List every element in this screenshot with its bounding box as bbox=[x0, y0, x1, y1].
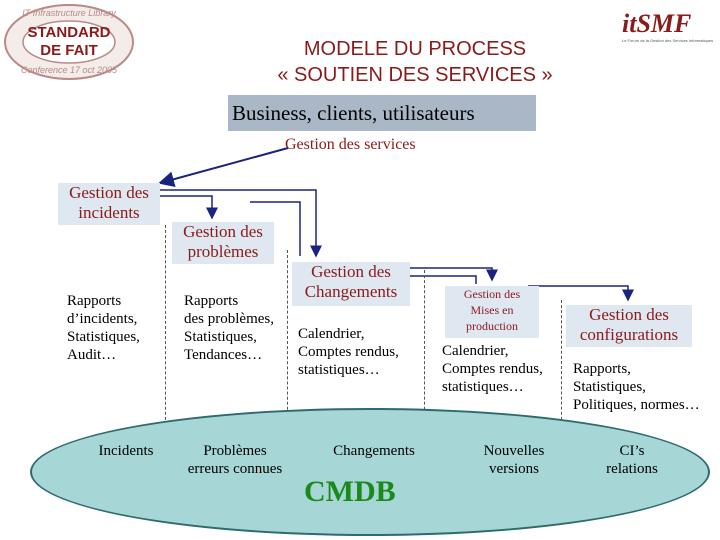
db-problems: Problèmes erreurs connues bbox=[180, 442, 290, 478]
releases-title-1: Gestion des bbox=[463, 287, 521, 301]
configurations-outputs: Rapports, Statistiques, Politiques, norm… bbox=[573, 360, 700, 414]
db-changes: Changements bbox=[322, 442, 426, 460]
incidents-output-2: d’incidents, bbox=[67, 311, 138, 327]
configurations-output-3: Politiques, normes… bbox=[573, 397, 700, 413]
service-management-label: Gestion des services bbox=[285, 136, 416, 153]
conference-logo: IT Infrastructure Library STANDARD DE FA… bbox=[2, 2, 136, 82]
process-changes-box: Gestion des Changements bbox=[292, 262, 410, 306]
process-problems-box: Gestion des problèmes bbox=[172, 222, 274, 264]
db-configurations-label-2: relations bbox=[606, 461, 658, 477]
problems-output-2: des problèmes, bbox=[184, 311, 274, 327]
problems-output-1: Rapports bbox=[184, 293, 239, 309]
arrow-to-problems bbox=[145, 195, 218, 220]
db-releases-label-1: Nouvelles bbox=[483, 443, 545, 459]
page-title: MODELE DU PROCESS « SOUTIEN DES SERVICES… bbox=[200, 36, 630, 88]
arrow-to-changes bbox=[145, 189, 322, 258]
problems-output-4: Tendances… bbox=[184, 347, 263, 363]
separator-3 bbox=[424, 270, 425, 430]
logo-arc-top: IT Infrastructure Library bbox=[22, 8, 116, 18]
separator-1 bbox=[165, 225, 166, 435]
incidents-output-3: Statistiques, bbox=[67, 329, 140, 345]
incidents-output-4: Audit… bbox=[67, 347, 117, 363]
changes-output-3: statistiques… bbox=[298, 362, 380, 378]
logo-arc-bottom: Conference 17 oct 2005 bbox=[20, 65, 118, 75]
incidents-title-2: incidents bbox=[78, 203, 140, 222]
separator-2 bbox=[287, 250, 288, 430]
arrow-to-configurations bbox=[528, 285, 634, 302]
process-releases-box: Gestion des Mises en production bbox=[445, 286, 539, 338]
configurations-output-2: Statistiques, bbox=[573, 379, 646, 395]
logo-badge-icon bbox=[4, 4, 134, 80]
cmdb-label: CMDB bbox=[304, 475, 396, 508]
db-releases: Nouvelles versions bbox=[474, 442, 554, 478]
banner-text: Business, clients, utilisateurs bbox=[232, 101, 475, 125]
releases-title-2: Mises en bbox=[470, 303, 514, 317]
changes-outputs: Calendrier, Comptes rendus, statistiques… bbox=[298, 325, 399, 379]
db-problems-label-1: Problèmes bbox=[203, 443, 267, 459]
changes-title-2: Changements bbox=[304, 282, 398, 301]
business-banner: Business, clients, utilisateurs bbox=[228, 95, 536, 131]
title-line-2: « SOUTIEN DES SERVICES » bbox=[277, 64, 553, 86]
process-configurations-box: Gestion des configurations bbox=[566, 305, 692, 347]
releases-outputs: Calendrier, Comptes rendus, statistiques… bbox=[442, 342, 543, 396]
process-incidents-box: Gestion des incidents bbox=[58, 183, 160, 225]
db-incidents: Incidents bbox=[86, 442, 166, 460]
releases-output-1: Calendrier, bbox=[442, 343, 509, 359]
configurations-title-1: Gestion des bbox=[589, 305, 669, 324]
arrow-services-to-incidents bbox=[158, 147, 289, 188]
itsmf-brand: itSMF bbox=[622, 9, 692, 38]
logo-de-fait: DE FAIT bbox=[40, 42, 98, 59]
changes-output-2: Comptes rendus, bbox=[298, 344, 399, 360]
db-changes-label: Changements bbox=[333, 443, 415, 459]
arrow-to-releases bbox=[398, 267, 498, 282]
incidents-title-1: Gestion des bbox=[69, 183, 149, 202]
releases-output-3: statistiques… bbox=[442, 379, 524, 395]
logo-standard: STANDARD bbox=[27, 24, 111, 41]
changes-output-1: Calendrier, bbox=[298, 326, 365, 342]
db-problems-label-2: erreurs connues bbox=[187, 461, 283, 477]
incidents-outputs: Rapports d’incidents, Statistiques, Audi… bbox=[67, 292, 140, 364]
db-incidents-label: Incidents bbox=[98, 443, 154, 459]
configurations-title-2: configurations bbox=[579, 325, 679, 344]
changes-title-1: Gestion des bbox=[311, 262, 391, 281]
problems-output-3: Statistiques, bbox=[184, 329, 257, 345]
incidents-output-1: Rapports bbox=[67, 293, 122, 309]
db-configurations-label-1: CI’s bbox=[619, 443, 645, 459]
separator-4 bbox=[561, 300, 562, 430]
configurations-output-1: Rapports, bbox=[573, 361, 631, 377]
arrow-to-changes-2 bbox=[250, 201, 301, 256]
problems-title-1: Gestion des bbox=[183, 222, 263, 241]
releases-title-3: production bbox=[466, 319, 518, 333]
cmdb-database bbox=[30, 408, 710, 536]
itsmf-tagline: Le Forum de la Gestion des Services Info… bbox=[622, 38, 714, 43]
db-configurations: CI’s relations bbox=[594, 442, 670, 478]
problems-title-2: problèmes bbox=[187, 242, 259, 261]
db-releases-label-2: versions bbox=[489, 461, 539, 477]
title-line-1: MODELE DU PROCESS bbox=[303, 38, 527, 60]
problems-outputs: Rapports des problèmes, Statistiques, Te… bbox=[184, 292, 274, 364]
releases-output-2: Comptes rendus, bbox=[442, 361, 543, 377]
itsmf-logo: itSMF Le Forum de la Gestion des Service… bbox=[622, 9, 718, 44]
